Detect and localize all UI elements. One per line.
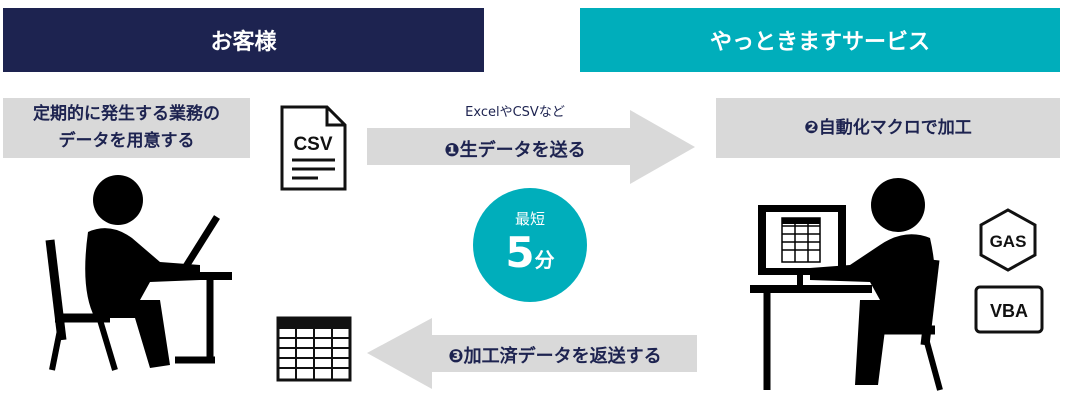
vba-icon-label: VBA — [990, 301, 1028, 321]
min-time-badge-circle — [473, 188, 587, 302]
service-header: やっときますサービス — [580, 8, 1060, 72]
csv-icon-label: CSV — [293, 134, 332, 155]
return-arrow — [367, 318, 697, 389]
badge-number: 5 — [505, 228, 535, 277]
vba-icon — [974, 285, 1044, 334]
service-task-box: ❷自動化マクロで加工 — [716, 98, 1060, 158]
customer-person-icon — [45, 175, 232, 371]
customer-task-line2: データを用意する — [58, 131, 195, 151]
send-arrow-note: ExcelやCSVなど — [465, 105, 565, 120]
customer-task-line1: 定期的に発生する業務の — [33, 104, 220, 124]
service-person-icon — [750, 178, 943, 391]
badge-time: 5分 — [473, 228, 587, 277]
csv-file-icon — [280, 105, 347, 191]
return-arrow-label: ❸加工済データを返送する — [448, 346, 662, 367]
gas-icon — [979, 208, 1037, 272]
spreadsheet-icon — [276, 316, 352, 382]
badge-top-text: 最短 — [514, 210, 545, 228]
customer-header: お客様 — [3, 8, 484, 72]
send-arrow — [367, 110, 695, 184]
send-arrow-label: ❶生データを送る — [444, 140, 586, 161]
gas-icon-label: GAS — [990, 232, 1027, 251]
customer-task-box: 定期的に発生する業務の データを用意する — [3, 98, 250, 158]
badge-unit: 分 — [534, 248, 555, 272]
